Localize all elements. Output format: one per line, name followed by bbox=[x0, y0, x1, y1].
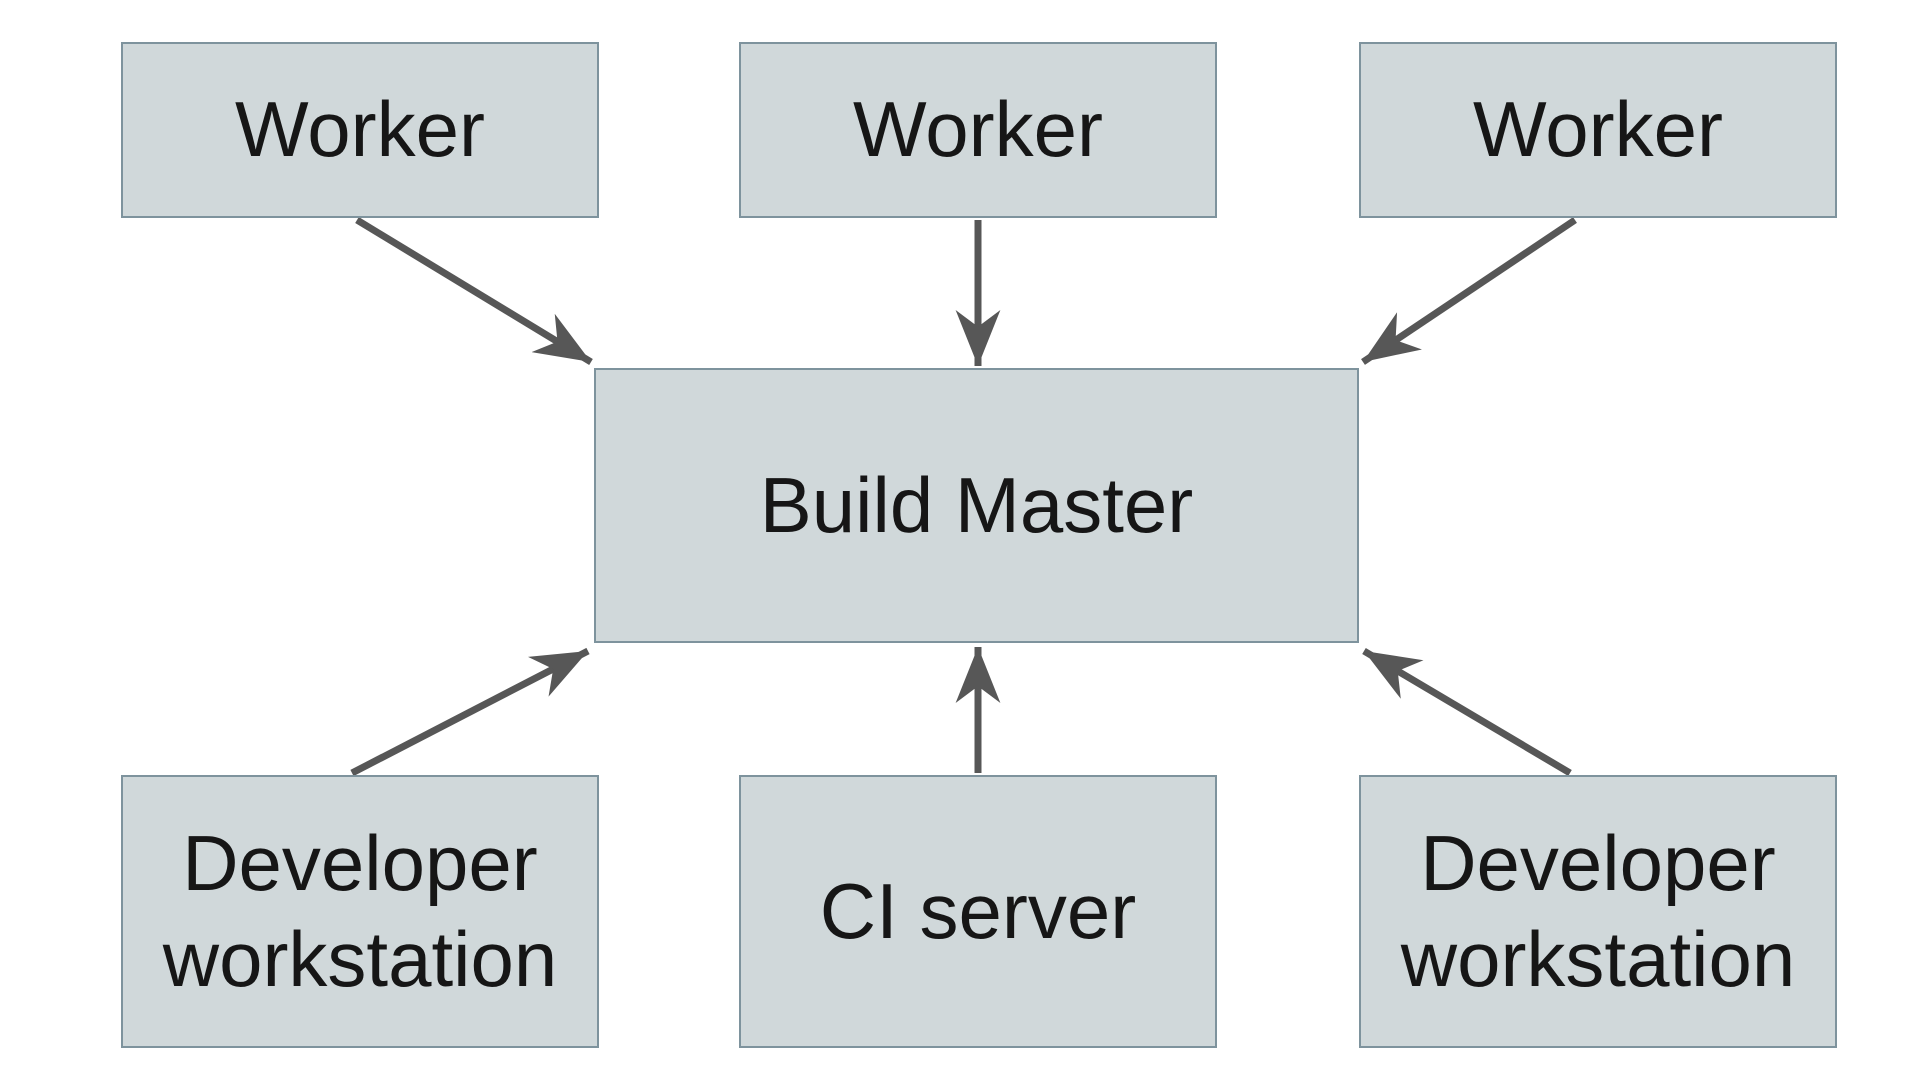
node-label: Worker bbox=[1473, 85, 1723, 174]
edge-worker-3-to-build-master bbox=[1361, 217, 1577, 365]
node-dev-workstation-2: Developer workstation bbox=[1359, 775, 1837, 1048]
edge-dev-workstation-1-to-build-master bbox=[350, 647, 590, 777]
edge-dev-workstation-2-to-build-master bbox=[1362, 647, 1572, 777]
node-ci-server: CI server bbox=[739, 775, 1217, 1048]
node-build-master: Build Master bbox=[594, 368, 1359, 643]
node-label: Worker bbox=[853, 85, 1103, 174]
node-label: Build Master bbox=[759, 460, 1194, 549]
node-label: Developer workstation bbox=[1400, 819, 1796, 1003]
node-worker-1: Worker bbox=[121, 42, 599, 218]
node-worker-2: Worker bbox=[739, 42, 1217, 218]
node-label: CI server bbox=[819, 866, 1137, 955]
node-label: Worker bbox=[235, 85, 485, 174]
node-label: Developer workstation bbox=[162, 819, 558, 1003]
edge-worker-1-to-build-master bbox=[355, 217, 593, 365]
node-worker-3: Worker bbox=[1359, 42, 1837, 218]
node-dev-workstation-1: Developer workstation bbox=[121, 775, 599, 1048]
